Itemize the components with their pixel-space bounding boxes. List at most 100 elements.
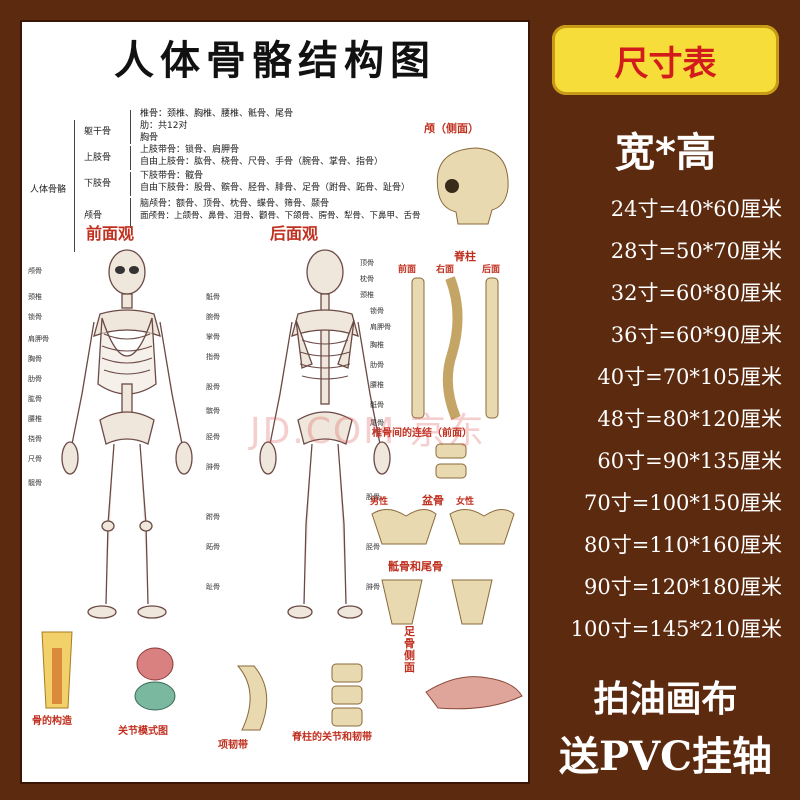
sacrum-label: 骶骨和尾骨 [388, 560, 443, 573]
front-label: 跖骨 [206, 543, 220, 551]
vertebral-joints-figure [435, 443, 467, 479]
tree-brace [130, 198, 131, 228]
back-label: 胸椎 [370, 341, 384, 349]
tree-brace [130, 172, 131, 196]
front-label: 肩胛骨 [28, 335, 49, 343]
front-label: 趾骨 [206, 583, 220, 591]
tree-leaf: 自由下肢骨：股骨、髌骨、胫骨、腓骨、足骨（跗骨、跖骨、趾骨） [140, 183, 411, 193]
tree-branch: 颅骨 [84, 211, 103, 221]
front-label: 颈椎 [28, 293, 42, 301]
front-label: 桡骨 [28, 435, 42, 443]
tree-leaf: 自由上肢骨：肱骨、桡骨、尺骨、手骨（腕骨、掌骨、指骨） [140, 157, 384, 167]
poster-title: 人体骨骼结构图 [114, 38, 436, 84]
foot-figure [425, 676, 523, 710]
size-row: 48寸=80*120厘米 [597, 407, 782, 431]
neck-ligament-label: 项韧带 [218, 740, 248, 751]
front-view-label: 前面观 [86, 224, 135, 243]
skull-side-label: 颅（侧面） [424, 122, 479, 135]
back-label: 锁骨 [370, 307, 384, 315]
front-label: 腓骨 [206, 463, 220, 471]
joint-model-label: 关节模式图 [118, 726, 168, 737]
size-chart-tab: 尺寸表 [552, 25, 779, 95]
front-label: 锁骨 [28, 313, 42, 321]
front-label: 肱骨 [28, 395, 42, 403]
front-label: 掌骨 [206, 333, 220, 341]
poster: 人体骨骼结构图 人体骨骼 躯干骨 椎骨：颈椎、胸椎、腰椎、骶骨、尾骨 肋：共12… [22, 22, 528, 782]
front-label: 跗骨 [206, 513, 220, 521]
front-label: 指骨 [206, 353, 220, 361]
front-label: 胸骨 [28, 355, 42, 363]
front-label: 腰椎 [28, 415, 42, 423]
front-label: 骶骨 [206, 293, 220, 301]
size-row: 28寸=50*70厘米 [610, 239, 782, 263]
front-label: 股骨 [206, 383, 220, 391]
neck-ligament-figure [236, 665, 268, 731]
front-label: 颅骨 [28, 267, 42, 275]
back-label: 腰椎 [370, 381, 384, 389]
pelvis-female-label: 女性 [456, 497, 475, 507]
tree-leaf: 下肢带骨：髋骨 [140, 171, 204, 181]
bone-structure-label: 骨的构造 [32, 716, 72, 727]
pelvis-male-label: 男性 [370, 497, 389, 507]
front-label: 肋骨 [28, 375, 42, 383]
back-label: 肩胛骨 [370, 323, 391, 331]
front-label: 尺骨 [28, 455, 42, 463]
size-row: 24寸=40*60厘米 [610, 197, 782, 221]
tree-leaf: 肋：共12对 [140, 121, 188, 131]
back-skeleton-figure [259, 249, 391, 619]
skull-side-figure [436, 147, 509, 225]
vertebral-joints-label: 椎骨间的连结（前面） [372, 428, 472, 439]
spine-joints-figure [331, 663, 363, 727]
front-label: 髌骨 [206, 407, 220, 415]
size-row: 32寸=60*80厘米 [610, 281, 782, 305]
front-label: 腕骨 [206, 313, 220, 321]
spine-front-label: 前面 [398, 265, 417, 275]
back-label: 胫骨 [366, 543, 380, 551]
back-label: 颈椎 [360, 291, 374, 299]
foot-side-label: 足骨侧面 [404, 625, 415, 674]
size-row: 70寸=100*150厘米 [584, 491, 782, 515]
front-label: 胫骨 [206, 433, 220, 441]
dimensions-heading: 宽*高 [615, 130, 716, 176]
size-row: 36寸=60*90厘米 [610, 323, 782, 347]
back-label: 股骨 [366, 493, 380, 501]
spine-figure [411, 276, 499, 420]
tree-branch: 下肢骨 [84, 179, 112, 189]
size-row: 90寸=120*180厘米 [584, 575, 782, 599]
spine-joints-label: 脊柱的关节和韧带 [292, 732, 372, 743]
pelvis-figure [371, 509, 515, 545]
tree-leaf: 上肢带骨：锁骨、肩胛骨 [140, 145, 240, 155]
size-row: 40寸=70*105厘米 [597, 365, 782, 389]
size-row: 100寸=145*210厘米 [570, 617, 782, 641]
spine-back-label: 后面 [482, 265, 501, 275]
back-label: 腓骨 [366, 583, 380, 591]
back-view-label: 后面观 [270, 224, 319, 243]
pvc-note: 送PVC挂轴 [559, 733, 772, 780]
back-label: 尾骨 [370, 419, 384, 427]
back-label: 肋骨 [370, 361, 384, 369]
bone-structure-figure [41, 631, 73, 709]
tree-leaf: 椎骨：颈椎、胸椎、腰椎、骶骨、尾骨 [140, 109, 294, 119]
back-label: 骶骨 [370, 401, 384, 409]
tree-brace [74, 120, 75, 252]
size-row: 60寸=90*135厘米 [597, 449, 782, 473]
tree-brace [130, 110, 131, 144]
tree-branch: 上肢骨 [84, 153, 112, 163]
front-skeleton-figure [61, 249, 193, 619]
joint-model-figure [134, 647, 176, 711]
spine-label: 脊柱 [454, 250, 476, 263]
tree-brace [130, 146, 131, 170]
front-label: 髋骨 [28, 479, 42, 487]
tree-leaf: 脑颅骨：额骨、顶骨、枕骨、蝶骨、筛骨、颞骨 [140, 199, 330, 209]
size-row: 80寸=110*160厘米 [584, 533, 782, 557]
spine-right-label: 右面 [436, 265, 455, 275]
pelvis-label: 盆骨 [422, 494, 444, 507]
sacrum-figure [381, 579, 493, 625]
tree-root: 人体骨骼 [30, 185, 67, 195]
tree-leaf: 胸骨 [140, 133, 159, 143]
tree-leaf: 面颅骨：上颌骨、鼻骨、泪骨、颧骨、下颌骨、腭骨、犁骨、下鼻甲、舌骨 [140, 211, 421, 221]
watermark: JD.COM 京东 [250, 411, 486, 452]
canvas-note: 拍油画布 [593, 678, 738, 720]
tree-branch: 躯干骨 [84, 127, 112, 137]
back-label: 顶骨 [360, 259, 374, 267]
